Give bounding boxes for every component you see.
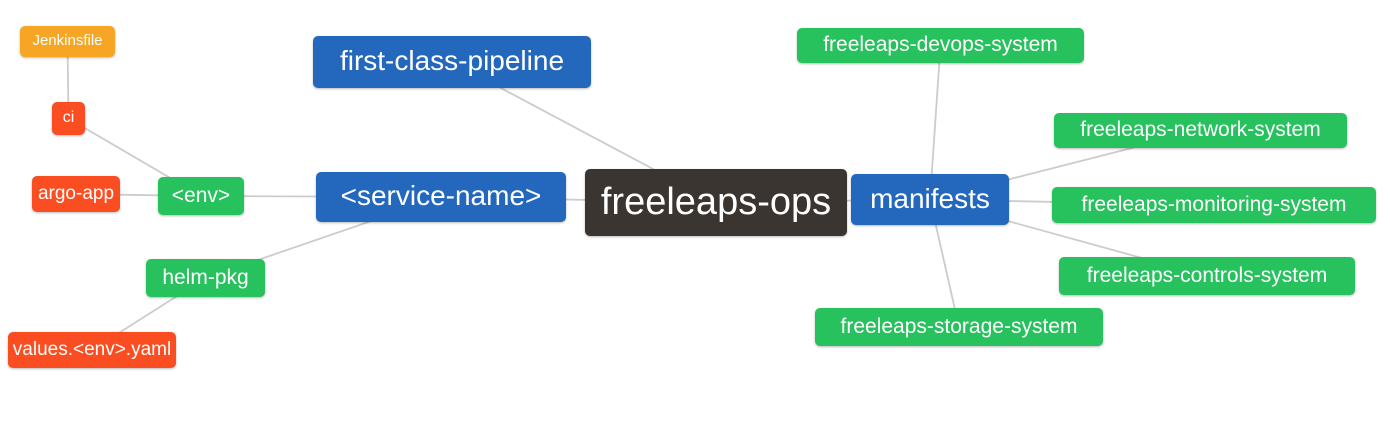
node-label: <env> (171, 183, 231, 207)
node-label: freeleaps-monitoring-system (1081, 192, 1347, 216)
node-label: freeleaps-storage-system (840, 314, 1078, 338)
node-freeleaps-ops[interactable]: freeleaps-ops (585, 169, 847, 236)
node-freeleaps-controls-system[interactable]: freeleaps-controls-system (1059, 257, 1355, 295)
node-label: Jenkinsfile (32, 32, 103, 49)
node-label: ci (62, 108, 75, 126)
node-label: freeleaps-network-system (1080, 118, 1321, 141)
node-jenkinsfile[interactable]: Jenkinsfile (20, 26, 115, 57)
node-label: helm-pkg (162, 265, 249, 289)
edge-manifests--freeleaps-devops-system (929, 45, 942, 200)
node-service-name[interactable]: <service-name> (316, 172, 566, 222)
node-freeleaps-storage-system[interactable]: freeleaps-storage-system (815, 308, 1103, 346)
node-freeleaps-monitoring-system[interactable]: freeleaps-monitoring-system (1052, 187, 1376, 223)
node-helm-pkg[interactable]: helm-pkg (146, 259, 265, 297)
node-label: argo-app (37, 182, 115, 204)
node-label: freeleaps-devops-system (823, 33, 1058, 56)
node-label: manifests (870, 182, 990, 214)
node-argo-app[interactable]: argo-app (32, 176, 120, 212)
node-label: <service-name> (340, 180, 542, 211)
node-freeleaps-network-system[interactable]: freeleaps-network-system (1054, 113, 1347, 148)
node-first-class-pipeline[interactable]: first-class-pipeline (313, 36, 591, 88)
node-label: first-class-pipeline (339, 45, 565, 76)
node-manifests[interactable]: manifests (851, 174, 1009, 225)
node-values-env-yaml[interactable]: values.<env>.yaml (8, 332, 176, 368)
node-env[interactable]: <env> (158, 177, 244, 215)
node-label: freeleaps-controls-system (1086, 263, 1328, 287)
node-freeleaps-devops-system[interactable]: freeleaps-devops-system (797, 28, 1084, 63)
node-label: values.<env>.yaml (12, 338, 172, 360)
node-ci[interactable]: ci (52, 102, 85, 135)
node-label: freeleaps-ops (600, 180, 832, 223)
